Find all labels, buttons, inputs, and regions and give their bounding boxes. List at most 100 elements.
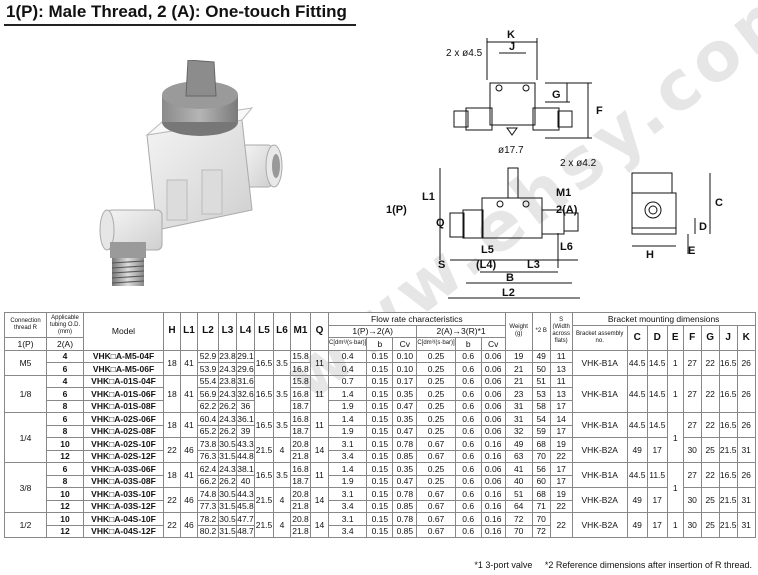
- table-cell: 17: [549, 399, 573, 413]
- col-l4: L4: [236, 312, 255, 351]
- table-cell: 1.9: [327, 399, 368, 413]
- table-cell: 31: [504, 412, 533, 426]
- table-cell: 14: [310, 487, 329, 513]
- table-cell: 16.5: [718, 462, 738, 488]
- table-cell: 39: [236, 424, 255, 438]
- table-cell: 3.1: [327, 487, 368, 501]
- table-cell: 1.9: [327, 474, 368, 488]
- col-l3: L3: [218, 312, 237, 351]
- table-cell: 44.5: [626, 412, 648, 438]
- dim-holes-front: 2 x ø4.2: [560, 158, 597, 169]
- table-cell: 0.06: [480, 474, 506, 488]
- table-cell: 0.25: [416, 387, 456, 401]
- table-cell: 4: [273, 437, 291, 463]
- table-cell: 76.3: [197, 449, 219, 463]
- table-cell: 0.6: [454, 524, 482, 538]
- table-cell: 14.5: [646, 412, 668, 438]
- table-cell: 0.25: [416, 349, 456, 363]
- table-cell: 11: [310, 462, 329, 488]
- dim-q: Q: [436, 217, 445, 229]
- table-cell: 0.16: [480, 512, 506, 526]
- table-cell: VHK□A-02S-12F: [83, 449, 164, 463]
- table-cell: 31: [504, 399, 533, 413]
- table-cell: 36: [236, 399, 255, 413]
- table-cell: 49: [626, 512, 648, 538]
- table-cell: VHK□A-02S-06F: [83, 412, 164, 426]
- table-cell: 44.5: [626, 374, 648, 413]
- table-cell: 0.06: [480, 399, 506, 413]
- table-cell: 8: [46, 399, 84, 413]
- table-cell: 21.8: [290, 524, 311, 538]
- table-cell: 16.8: [290, 462, 311, 476]
- col-cv2: Cv: [480, 337, 506, 351]
- table-cell: 59: [531, 424, 551, 438]
- table-cell: 62.4: [197, 462, 219, 476]
- table-cell: 70: [531, 449, 551, 463]
- table-cell: 17: [549, 424, 573, 438]
- table-cell: 41: [180, 462, 198, 488]
- dim-l4: (L4): [476, 259, 497, 271]
- table-cell: 14.5: [646, 349, 668, 376]
- table-cell: 15.8: [290, 374, 311, 388]
- table-cell: 46: [180, 512, 198, 538]
- footnote-1: *1 3-port valve: [474, 560, 533, 570]
- dim-j: J: [509, 41, 515, 53]
- col-conn: Connection thread R: [4, 312, 47, 338]
- table-cell: 22: [549, 512, 573, 538]
- table-cell: 29.1: [236, 349, 255, 363]
- table-cell: 1: [666, 349, 684, 376]
- table-cell: 31.6: [236, 374, 255, 388]
- table-cell: 44.5: [626, 349, 648, 376]
- table-cell: 0.25: [416, 362, 456, 376]
- table-cell: 1: [666, 462, 684, 513]
- table-cell: 16.8: [290, 387, 311, 401]
- table-cell: 56: [531, 462, 551, 476]
- table-cell: 0.47: [392, 474, 418, 488]
- table-cell: 4: [273, 512, 291, 538]
- table-cell: 3.1: [327, 512, 368, 526]
- table-cell: 0.85: [392, 449, 418, 463]
- table-cell: 31: [736, 487, 756, 513]
- table-cell: 18: [163, 462, 181, 488]
- table-cell: 24.3: [218, 412, 237, 426]
- table-cell: 0.6: [454, 349, 482, 363]
- table-cell: 8: [46, 424, 84, 438]
- table-cell: 0.6: [454, 387, 482, 401]
- dim-e: E: [688, 245, 695, 257]
- table-cell: 10: [46, 512, 84, 526]
- table-cell: 0.6: [454, 399, 482, 413]
- table-cell: 0.7: [327, 374, 368, 388]
- col-c2: C[dm³/(s·bar)]: [417, 340, 455, 347]
- col-l6: L6: [273, 312, 291, 351]
- table-cell: 0.15: [366, 387, 394, 401]
- table-cell: 22: [700, 374, 720, 413]
- table-cell: 0.15: [366, 437, 394, 451]
- table-cell: 3.5: [273, 412, 291, 438]
- col-s: S (Width across flats): [549, 312, 573, 351]
- table-cell: M5: [4, 349, 47, 376]
- table-cell: 55.4: [197, 374, 219, 388]
- col-weight: Weight (g): [504, 312, 533, 351]
- table-cell: 0.06: [480, 374, 506, 388]
- table-cell: VHK□A-01S-06F: [83, 387, 164, 401]
- table-cell: 44.3: [236, 487, 255, 501]
- table-cell: 0.15: [366, 499, 394, 513]
- table-cell: 62.2: [197, 399, 219, 413]
- table-cell: 26.2: [218, 474, 237, 488]
- table-cell: 20.8: [290, 512, 311, 526]
- table-cell: 15.8: [290, 349, 311, 363]
- table-cell: 60.4: [197, 412, 219, 426]
- table-cell: 54: [531, 412, 551, 426]
- table-cell: 0.4: [327, 349, 368, 363]
- table-cell: 0.15: [366, 424, 394, 438]
- table-cell: 29.6: [236, 362, 255, 376]
- table-cell: 10: [46, 487, 84, 501]
- table-cell: 26: [736, 462, 756, 488]
- table-cell: 6: [46, 387, 84, 401]
- dim-c: C: [715, 197, 723, 209]
